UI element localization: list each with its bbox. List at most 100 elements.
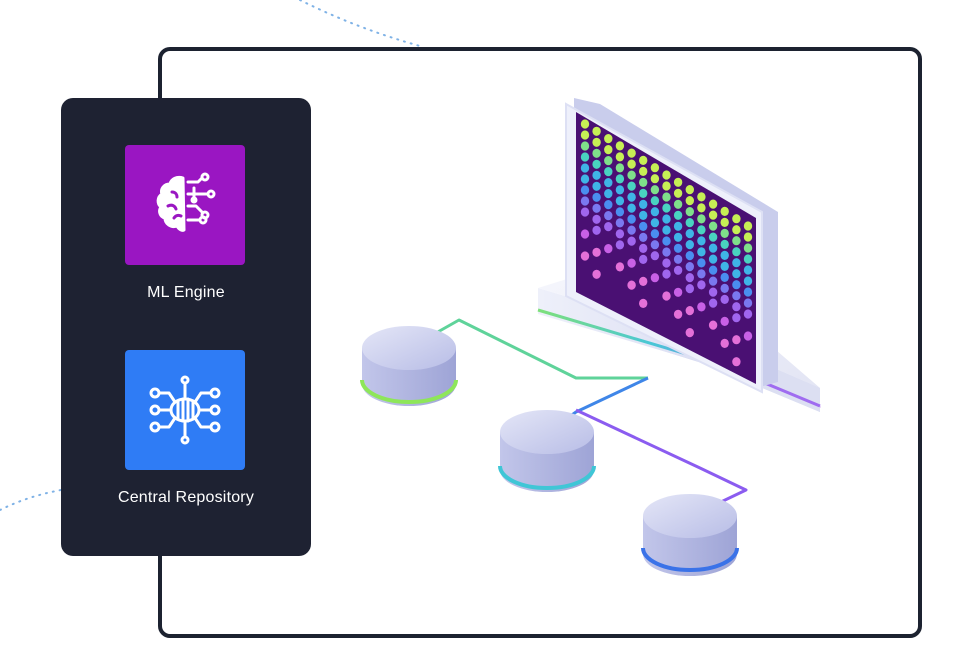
screen-dot [592,203,601,213]
screen-dot [743,254,753,264]
screen-dot [627,225,636,235]
screen-dot [708,243,718,253]
screen-dot [662,170,671,180]
screen-dot [732,357,741,367]
screen-dot [673,199,683,209]
screen-dot [697,203,706,213]
screen-dot [627,258,636,268]
screen-dot [743,309,753,319]
screen-dot [732,225,741,235]
screen-dot [592,137,601,147]
screen-dot [732,269,741,279]
screen-dot [697,302,706,312]
screen-dot [708,199,718,209]
screen-dot [615,240,625,250]
screen-dot [580,207,590,217]
screen-dot [639,298,648,308]
screen-dot [650,207,660,217]
screen-dot [708,287,718,297]
screen-dot [720,239,729,249]
database-3 [641,494,739,576]
screen-dot [615,185,625,195]
screen-dot [732,280,741,290]
screen-dot [604,211,613,221]
screen-dot [592,214,601,224]
screen-dot [708,210,718,220]
screen-dot [639,243,648,253]
screen-dot [592,225,601,235]
screen-dot [627,170,636,180]
screen-dot [639,177,648,187]
screen-dot [685,218,694,228]
screen-dot [615,174,625,184]
screen-dot [580,174,590,184]
screen-dot [627,159,636,169]
ml-engine-label: ML Engine [147,284,225,301]
screen-dot [673,265,683,275]
screen-dot [732,335,741,345]
screen-dot [685,229,694,239]
screen-dot [604,244,613,254]
screen-dot [743,221,753,231]
screen-dot [580,141,590,151]
screen-dot [639,188,648,198]
screen-dot [592,181,601,191]
screen-dot [708,320,718,330]
screen-dot [732,247,741,257]
screen-dot [685,262,694,272]
database-1 [360,326,458,406]
screen-dot [743,276,753,286]
screen-dot [732,313,741,323]
screen-dot [639,254,648,264]
screen-dot [708,298,718,308]
screen-dot [708,265,718,275]
screen-dot [673,210,683,220]
screen-dot [580,163,590,173]
screen-dot [720,206,729,216]
screen-dot [592,192,601,202]
screen-dot [627,203,636,213]
network-hub-icon [149,375,221,445]
screen-dot [615,196,625,206]
screen-dot [662,225,671,235]
screen-dot [685,185,694,195]
screen-dot [685,207,694,217]
screen-dot [580,119,590,129]
screen-dot [604,222,613,232]
screen-dot [673,287,683,297]
screen-dot [592,269,601,279]
screen-dot [627,181,636,191]
screen-dot [592,148,601,158]
screen-dot [708,232,718,242]
screen-dot [650,185,660,195]
screen-dot [639,155,648,165]
screen-dot [650,229,660,239]
screen-dot [650,196,660,206]
screen-dot [732,258,741,268]
screen-dot [673,221,683,231]
screen-dot [673,188,683,198]
screen-dot [673,232,683,242]
screen-dot [639,199,648,209]
screen-dot [650,240,660,250]
screen-dot [720,338,729,348]
screen-dot [580,196,590,206]
screen-dot [639,210,648,220]
brain-circuit-icon [156,172,216,232]
screen-dot [627,192,636,202]
screen-dot [720,261,729,271]
ml-engine-tile [125,145,245,265]
screen-dot [708,221,718,231]
screen-dot [615,262,625,272]
screen-dot [615,141,625,151]
screen-dot [743,331,753,341]
screen-dot [627,214,636,224]
screen-dot [592,126,601,136]
screen-dot [615,152,625,162]
screen-dot [697,258,706,268]
screen-dot [697,214,706,224]
screen-dot [604,189,613,199]
screen-dot [662,214,671,224]
screen-dot [580,130,590,140]
